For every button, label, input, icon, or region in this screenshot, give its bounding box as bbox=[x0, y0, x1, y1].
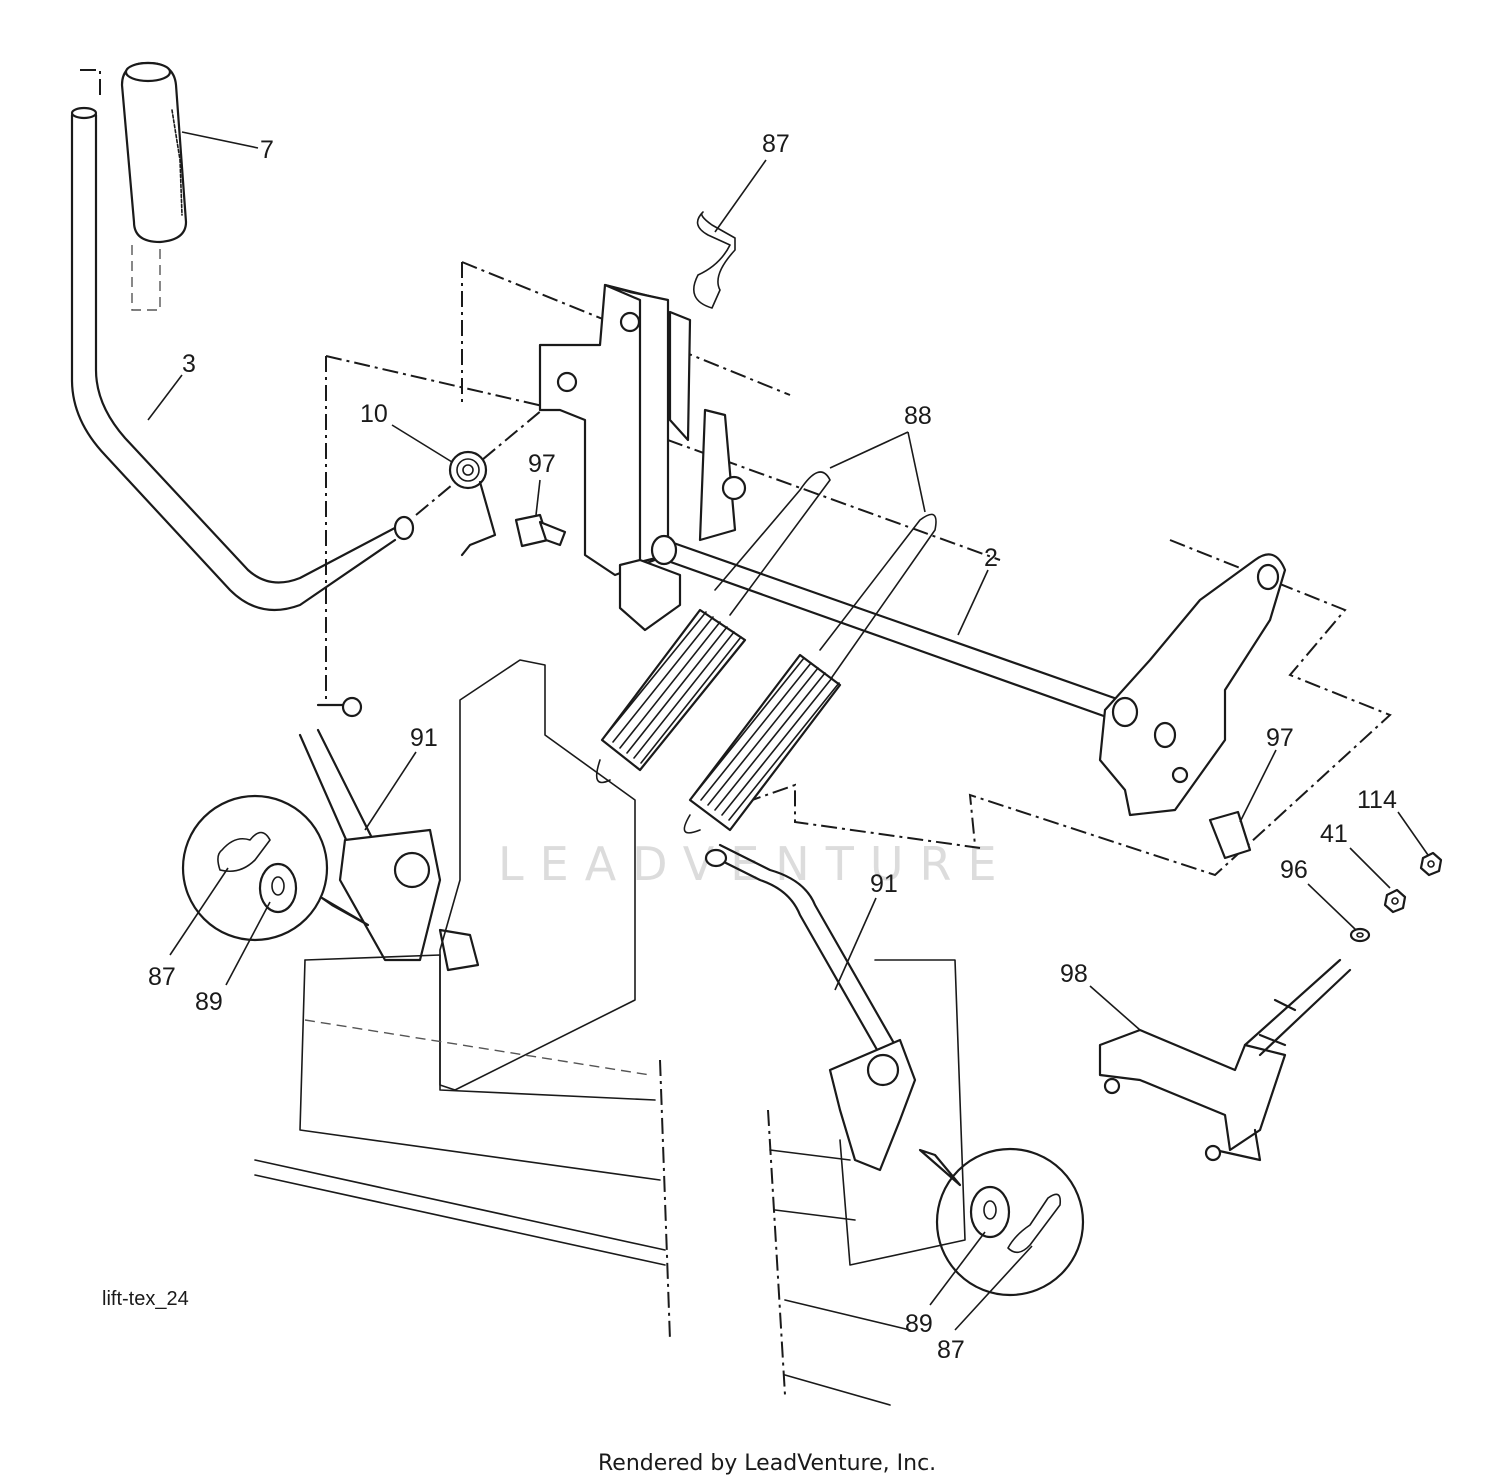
front-lift-bracket bbox=[1098, 958, 1352, 1162]
callout-114: 114 bbox=[1357, 786, 1397, 814]
nut-114 bbox=[1419, 851, 1443, 877]
watermark: LEADVENTURE bbox=[498, 837, 1013, 891]
callout-89-left: 89 bbox=[195, 988, 223, 1016]
footer-credit: Rendered by LeadVenture, Inc. bbox=[598, 1451, 936, 1476]
deck-brackets bbox=[254, 659, 966, 1406]
callout-91-left: 91 bbox=[410, 724, 438, 752]
callout-91-right: 91 bbox=[870, 870, 898, 898]
callout-labels: 7 87 3 10 97 88 2 97 91 91 114 41 96 98 … bbox=[148, 130, 1397, 1364]
drawing-code: lift-tex_24 bbox=[102, 1288, 189, 1310]
callout-87-right: 87 bbox=[937, 1336, 965, 1364]
nut-41 bbox=[1383, 888, 1407, 914]
handle-grip bbox=[120, 61, 188, 311]
hairpin-clip-top bbox=[693, 211, 736, 309]
callout-87-left: 87 bbox=[148, 963, 176, 991]
torsion-spring bbox=[448, 450, 497, 557]
callout-88: 88 bbox=[904, 402, 932, 430]
detail-circle-right bbox=[918, 1147, 1085, 1297]
callout-41: 41 bbox=[1320, 820, 1348, 848]
callout-96: 96 bbox=[1280, 856, 1308, 884]
mounting-bracket bbox=[538, 283, 747, 632]
washer-96 bbox=[1349, 927, 1371, 943]
right-lift-arm bbox=[1098, 553, 1287, 860]
lift-lever bbox=[70, 69, 415, 612]
callout-98: 98 bbox=[1060, 960, 1088, 988]
detail-circle-left bbox=[181, 794, 370, 942]
leader-lines bbox=[147, 131, 1429, 1331]
left-link-rod bbox=[298, 696, 480, 972]
callout-7: 7 bbox=[260, 136, 274, 164]
right-link-rod bbox=[704, 843, 917, 1172]
callout-2: 2 bbox=[984, 544, 998, 572]
lift-shaft bbox=[650, 534, 1122, 722]
callout-87-top: 87 bbox=[762, 130, 790, 158]
callout-10: 10 bbox=[360, 400, 388, 428]
callout-89-right: 89 bbox=[905, 1310, 933, 1338]
extension-springs bbox=[595, 471, 937, 834]
callout-3: 3 bbox=[182, 350, 196, 378]
callout-97-left: 97 bbox=[528, 450, 556, 478]
callout-97-right: 97 bbox=[1266, 724, 1294, 752]
alignment-lines bbox=[325, 261, 1392, 1396]
bolt-left bbox=[514, 513, 567, 548]
